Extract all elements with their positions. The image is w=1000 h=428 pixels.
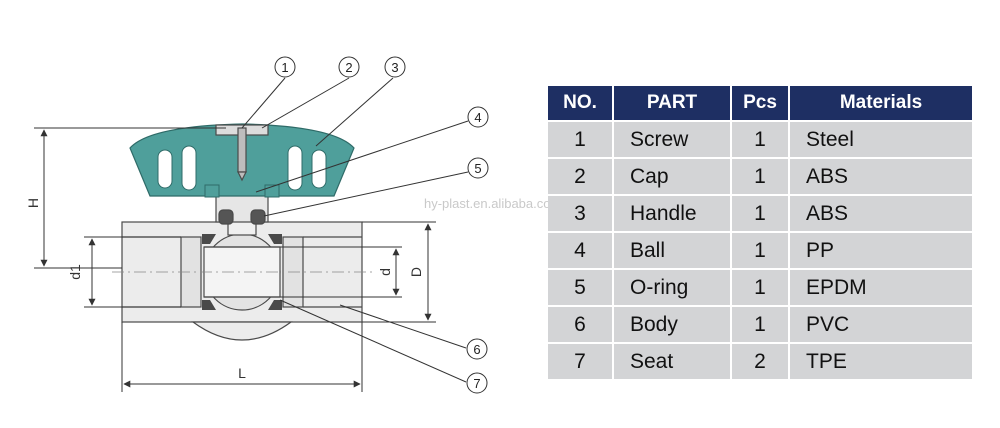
callout-3: 3 bbox=[384, 56, 406, 78]
cell-no: 7 bbox=[548, 342, 614, 379]
header-part: PART bbox=[614, 86, 732, 120]
cell-no: 1 bbox=[548, 120, 614, 157]
callout-7-label: 7 bbox=[473, 376, 480, 391]
parts-table: NO. PART Pcs Materials 1 Screw 1 Steel 2… bbox=[548, 86, 972, 379]
table-row: 6 Body 1 PVC bbox=[548, 305, 972, 342]
table-row: 1 Screw 1 Steel bbox=[548, 120, 972, 157]
table-header-row: NO. PART Pcs Materials bbox=[548, 86, 972, 120]
header-no: NO. bbox=[548, 86, 614, 120]
leader-lines bbox=[241, 77, 469, 383]
cell-part: O-ring bbox=[614, 268, 732, 305]
table-row: 7 Seat 2 TPE bbox=[548, 342, 972, 379]
dim-label-d-large: D bbox=[408, 267, 424, 277]
cell-pcs: 1 bbox=[732, 194, 790, 231]
callout-5: 5 bbox=[467, 157, 489, 179]
cell-material: PVC bbox=[790, 305, 972, 342]
cell-no: 4 bbox=[548, 231, 614, 268]
cell-part: Body bbox=[614, 305, 732, 342]
table-row: 2 Cap 1 ABS bbox=[548, 157, 972, 194]
cell-material: TPE bbox=[790, 342, 972, 379]
header-materials: Materials bbox=[790, 86, 972, 120]
cell-pcs: 1 bbox=[732, 305, 790, 342]
seats bbox=[202, 234, 282, 310]
callout-4-label: 4 bbox=[474, 110, 481, 125]
callout-1: 1 bbox=[274, 56, 296, 78]
dim-label-l: L bbox=[238, 365, 246, 381]
callout-7: 7 bbox=[466, 372, 488, 394]
watermark: hy-plast.en.alibaba.com bbox=[424, 196, 562, 211]
cell-no: 3 bbox=[548, 194, 614, 231]
cell-part: Screw bbox=[614, 120, 732, 157]
cell-part: Handle bbox=[614, 194, 732, 231]
cell-material: ABS bbox=[790, 194, 972, 231]
cell-part: Seat bbox=[614, 342, 732, 379]
callout-6: 6 bbox=[466, 338, 488, 360]
callout-2-label: 2 bbox=[345, 60, 352, 75]
cell-no: 6 bbox=[548, 305, 614, 342]
cell-no: 2 bbox=[548, 157, 614, 194]
callout-6-label: 6 bbox=[473, 342, 480, 357]
callout-1-label: 1 bbox=[281, 60, 288, 75]
ball bbox=[203, 233, 281, 311]
callout-2: 2 bbox=[338, 56, 360, 78]
cell-part: Cap bbox=[614, 157, 732, 194]
header-pcs: Pcs bbox=[732, 86, 790, 120]
valve-section-diagram: H d1 d D L 1 2 3 4 bbox=[25, 56, 489, 394]
dimension-lines bbox=[34, 127, 436, 392]
table-row: 5 O-ring 1 EPDM bbox=[548, 268, 972, 305]
cell-material: EPDM bbox=[790, 268, 972, 305]
callout-5-label: 5 bbox=[474, 161, 481, 176]
cell-pcs: 2 bbox=[732, 342, 790, 379]
dim-label-d1: d1 bbox=[67, 264, 83, 280]
cell-pcs: 1 bbox=[732, 268, 790, 305]
cell-material: PP bbox=[790, 231, 972, 268]
cell-pcs: 1 bbox=[732, 120, 790, 157]
dim-label-d-small: d bbox=[377, 268, 393, 276]
cell-material: Steel bbox=[790, 120, 972, 157]
callout-4: 4 bbox=[467, 106, 489, 128]
table-row: 4 Ball 1 PP bbox=[548, 231, 972, 268]
table-row: 3 Handle 1 ABS bbox=[548, 194, 972, 231]
cell-material: ABS bbox=[790, 157, 972, 194]
cell-pcs: 1 bbox=[732, 157, 790, 194]
cell-no: 5 bbox=[548, 268, 614, 305]
callout-3-label: 3 bbox=[391, 60, 398, 75]
cell-pcs: 1 bbox=[732, 231, 790, 268]
dim-label-h: H bbox=[25, 198, 41, 208]
cell-part: Ball bbox=[614, 231, 732, 268]
